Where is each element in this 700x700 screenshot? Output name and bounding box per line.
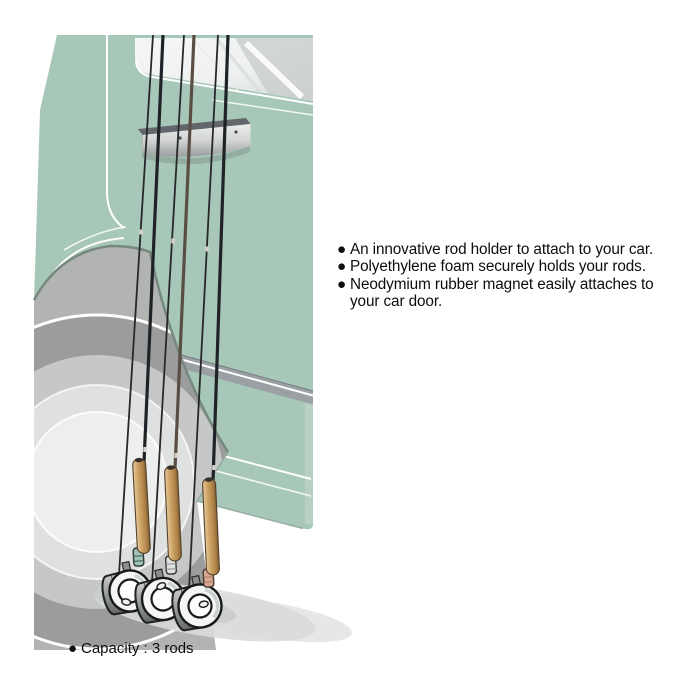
feature-item-3: ● Neodymium rubber magnet easily attache… <box>337 276 697 311</box>
rod-handle-2 <box>164 465 182 562</box>
capacity-note: ● Capacity : 3 rods <box>68 640 194 657</box>
feature-text: An innovative rod holder to attach to yo… <box>350 241 654 258</box>
fly-reel-3 <box>171 574 223 632</box>
rod-handle-3 <box>202 477 220 576</box>
wheel-arch-edge <box>32 244 230 453</box>
bullet-icon: ● <box>68 640 78 657</box>
reel-knob <box>121 598 132 606</box>
car-body <box>34 35 313 530</box>
feature-text: Polyethylene foam securely holds your ro… <box>350 258 646 276</box>
bullet-icon: ● <box>337 258 347 276</box>
fishing-rod-1 <box>118 34 165 576</box>
capacity-text: Capacity : 3 rods <box>81 640 194 657</box>
reel-knob <box>198 600 209 609</box>
rod-handle-1 <box>132 457 151 554</box>
door-edge-highlight <box>305 398 313 524</box>
fishing-rod-2 <box>151 34 196 584</box>
bullet-icon: ● <box>337 241 347 258</box>
fishing-rod-3 <box>188 34 230 591</box>
car-window <box>135 36 314 116</box>
feature-item-2: ● Polyethylene foam securely holds your … <box>337 258 697 275</box>
bullet-icon: ● <box>337 275 347 293</box>
feature-list: ● An innovative rod holder to attach to … <box>337 241 697 311</box>
feature-text: Neodymium rubber magnet easily attaches … <box>350 275 654 293</box>
reel-knob <box>156 581 167 591</box>
feature-text: your car door. <box>350 293 443 311</box>
feature-item-1: ● An innovative rod holder to attach to … <box>337 241 697 258</box>
bracket-screw <box>234 130 238 134</box>
bracket-screw <box>178 136 182 140</box>
bracket-top <box>138 118 251 135</box>
door-bottom-edge <box>195 451 304 530</box>
